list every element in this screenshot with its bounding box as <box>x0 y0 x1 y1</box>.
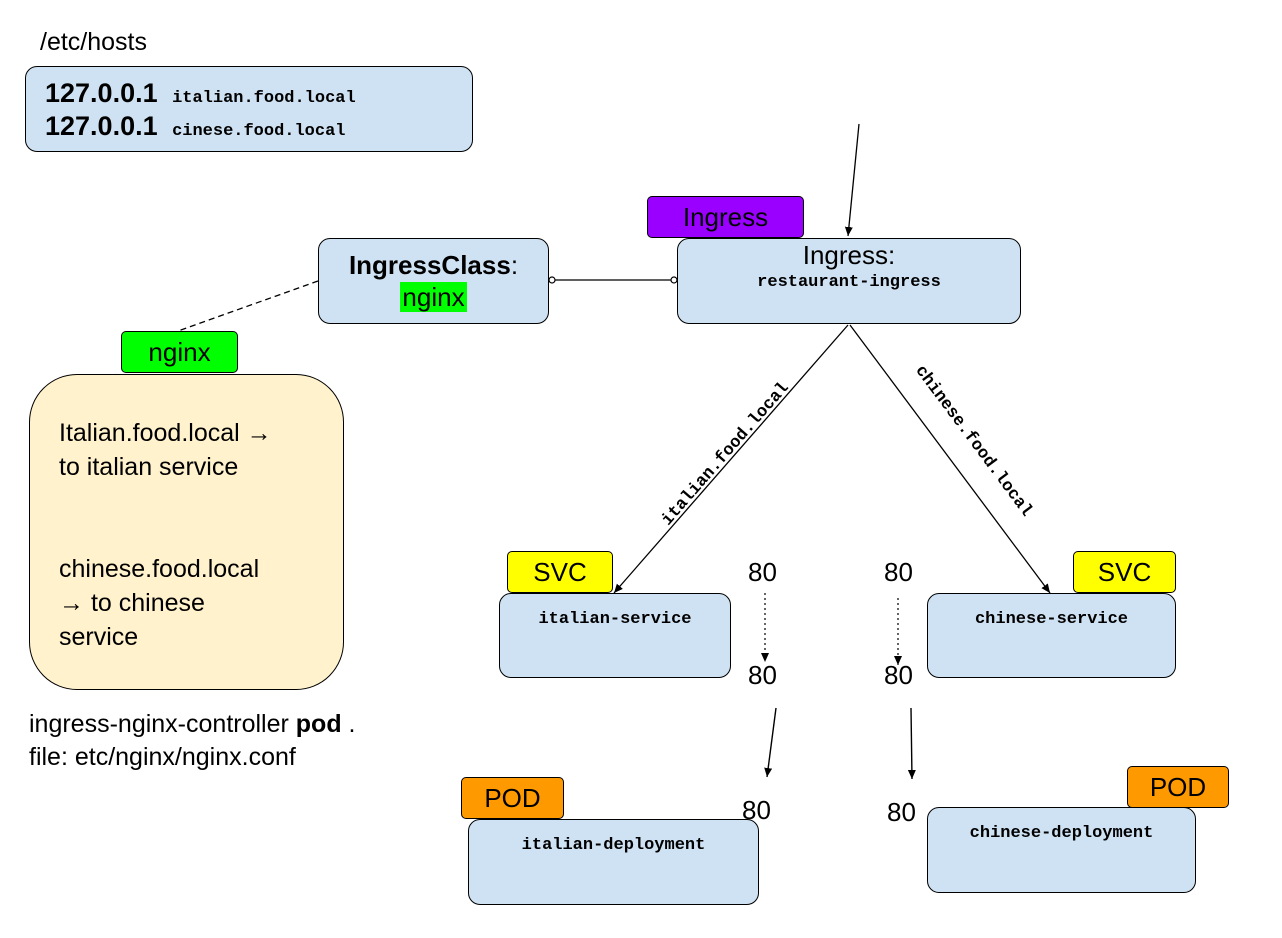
host-ip: 127.0.0.1 <box>45 111 158 141</box>
italian-svc-tag: SVC <box>507 551 613 593</box>
ingress-name: restaurant-ingress <box>757 273 941 292</box>
controller-prefix: ingress-nginx-controller <box>29 710 296 738</box>
ingress-tag: Ingress <box>647 196 804 238</box>
hosts-title: /etc/hosts <box>40 28 147 56</box>
host-name: cinese.food.local <box>172 122 346 141</box>
ingress-box: Ingress: restaurant-ingress <box>677 238 1021 324</box>
ingressclass-heading: IngressClass: <box>319 250 548 281</box>
nginx-dashed-link <box>177 280 319 332</box>
chinese-pod-port: 80 <box>887 797 916 827</box>
rule-chinese-line3: service <box>59 623 139 651</box>
chinese-deployment-box: chinese-deployment <box>927 807 1196 893</box>
italian-deployment-name: italian-deployment <box>521 836 706 855</box>
controller-file: file: etc/nginx/nginx.conf <box>29 743 296 771</box>
host-ip: 127.0.0.1 <box>45 78 158 108</box>
nginx-tag: nginx <box>121 331 238 373</box>
italian-service-name: italian-service <box>538 610 692 629</box>
hosts-box: 127.0.0.1 italian.food.local 127.0.0.1 c… <box>25 66 473 152</box>
italian-target-port: 80 <box>748 660 777 690</box>
nginx-config-box: Italian.food.local → to italian service … <box>29 374 344 690</box>
rule-chinese-line2: → to chinese <box>59 589 205 617</box>
hosts-entry: 127.0.0.1 italian.food.local <box>45 77 472 110</box>
chinese-target-port: 80 <box>884 660 913 690</box>
italian-pod-arrow <box>764 707 777 778</box>
chinese-pod-tag: POD <box>1127 766 1229 808</box>
controller-bold: pod <box>295 710 342 738</box>
ingressclass-label: IngressClass <box>348 250 511 280</box>
host-name: italian.food.local <box>172 89 356 108</box>
chinese-svc-tag: SVC <box>1073 551 1176 593</box>
ingressclass-colon: : <box>510 250 519 280</box>
ingressclass-box: IngressClass: nginx <box>318 238 549 324</box>
rule-italian-line2: to italian service <box>59 453 239 481</box>
route-chinese-arrow <box>849 324 1051 594</box>
rule-chinese-line1: chinese.food.local <box>59 555 260 583</box>
route-italian-arrow <box>613 324 849 594</box>
ingressclass-value: nginx <box>400 282 467 312</box>
chinese-pod-arrow <box>907 707 916 780</box>
chinese-service-box: chinese-service <box>927 593 1176 678</box>
hosts-entry: 127.0.0.1 cinese.food.local <box>45 110 472 143</box>
rule-italian-line1: Italian.food.local → <box>59 419 272 447</box>
italian-deployment-box: italian-deployment <box>468 819 759 905</box>
chinese-deployment-name: chinese-deployment <box>969 824 1154 843</box>
incoming-arrow <box>844 123 860 237</box>
italian-svc-port: 80 <box>748 557 777 587</box>
chinese-service-name: chinese-service <box>974 610 1129 629</box>
controller-caption: ingress-nginx-controller pod . file: etc… <box>29 708 356 774</box>
chinese-svc-port: 80 <box>884 557 913 587</box>
italian-service-box: italian-service <box>499 593 731 678</box>
italian-pod-tag: POD <box>461 777 564 819</box>
controller-suffix: . <box>341 710 356 738</box>
ingress-label: Ingress: <box>802 240 896 270</box>
